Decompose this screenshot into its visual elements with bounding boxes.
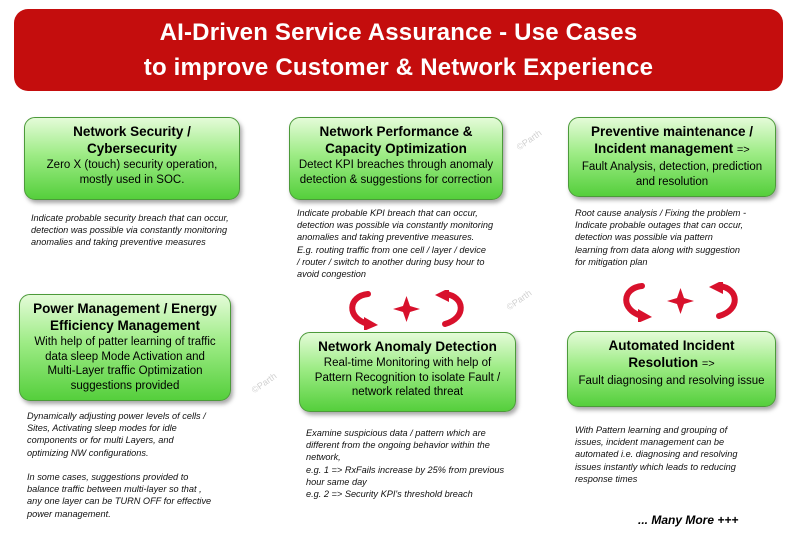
arrow-indicator: =>: [701, 358, 715, 370]
title-line-2: to improve Customer & Network Experience: [143, 54, 654, 81]
use-case-automated-incident: Automated Incident Resolution => Fault d…: [567, 331, 776, 407]
watermark: ©Parth: [504, 287, 534, 313]
use-case-note-automated-incident: With Pattern learning and grouping of is…: [575, 425, 738, 484]
use-case-title: Network Security / Cybersecurity: [73, 124, 191, 156]
use-case-title: Network Performance & Capacity Optimizat…: [319, 124, 473, 156]
use-case-description: Real-time Monitoring with help of Patter…: [314, 357, 501, 398]
use-case-title: Power Management / Energy Efficiency Man…: [33, 301, 217, 333]
use-case-title: Preventive maintenance / Incident manage…: [590, 124, 754, 156]
cycle-arrows-icon: [349, 290, 464, 330]
use-case-description: With help of patter learning of traffic …: [34, 336, 216, 392]
watermark: ©Parth: [514, 127, 544, 153]
use-case-note-network-security: Indicate probable security breach that c…: [31, 213, 229, 248]
use-case-preventive-maintenance: Preventive maintenance / Incident manage…: [568, 117, 776, 197]
use-case-note-preventive-maintenance: Root cause analysis / Fixing the problem…: [575, 208, 747, 267]
use-case-description: Detect KPI breaches through anomaly dete…: [298, 159, 494, 186]
use-case-note-network-performance: Indicate probable KPI breach that can oc…: [297, 208, 494, 280]
use-case-anomaly-detection: Network Anomaly Detection Real-time Moni…: [299, 332, 516, 412]
many-more-label: ... Many More +++: [638, 513, 739, 527]
use-case-description: Fault Analysis, detection, prediction an…: [581, 161, 763, 188]
use-case-description: Zero X (touch) security operation, mostl…: [46, 159, 218, 186]
use-case-title: Automated Incident Resolution =>: [608, 338, 735, 370]
use-case-note-anomaly-detection: Examine suspicious data / pattern which …: [306, 428, 505, 500]
use-case-description: Fault diagnosing and resolving issue: [578, 375, 765, 387]
use-case-power-management: Power Management / Energy Efficiency Man…: [19, 294, 231, 401]
watermark: ©Parth: [249, 370, 279, 396]
title-line-1: AI-Driven Service Assurance - Use Cases: [159, 19, 638, 46]
arrow-indicator: =>: [736, 144, 750, 156]
use-case-title: Network Anomaly Detection: [318, 339, 497, 354]
use-case-network-security: Network Security / Cybersecurity Zero X …: [24, 117, 240, 200]
use-case-note-power-management: Dynamically adjusting power levels of ce…: [27, 411, 212, 519]
use-case-network-performance: Network Performance & Capacity Optimizat…: [289, 117, 503, 200]
title-banner: AI-Driven Service Assurance - Use Cases …: [14, 9, 783, 91]
cycle-arrows-icon: [623, 282, 738, 322]
